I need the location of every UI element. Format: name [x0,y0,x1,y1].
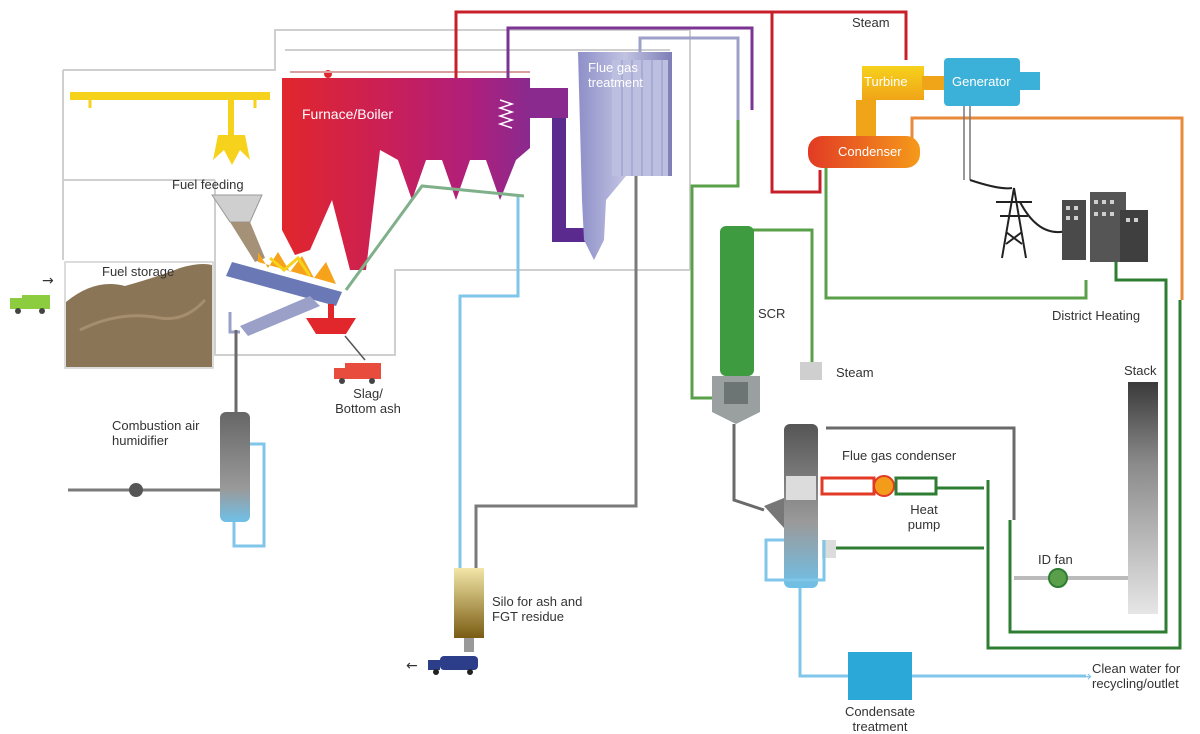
label-combustion-air-humidifier: Combustion air humidifier [112,418,200,448]
plant-building-outline [62,29,691,356]
grey-flue-line [732,424,1016,520]
label-steam-top: Steam [852,15,890,30]
furnace-boiler [282,70,592,270]
fuel-storage-pile [64,261,214,369]
flue-purple-line [506,26,754,110]
steam-injector-icon [800,362,822,380]
label-furnace-boiler: Furnace/Boiler [302,106,394,122]
silo-ash-fgt [454,568,484,652]
label-stack: Stack [1124,363,1157,378]
fgt-light-line [638,36,740,120]
label-flue-gas-condenser: Flue gas condenser [842,448,957,463]
clean-water-arrow: → [1080,669,1092,685]
slag-hopper [306,304,356,334]
generator [944,58,1040,180]
label-heat-pump: Heat pump [907,502,941,532]
label-silo: Silo for ash and FGT residue [492,594,583,624]
label-generator: Generator [952,74,1011,89]
grey-ash-line [474,176,638,568]
green-return-line [690,120,1088,400]
label-clean-water: Clean water for recycling/outlet [1092,661,1181,691]
label-condensate-treatment: Condensate treatment [844,704,916,734]
turbine [856,66,944,140]
steam-line [454,10,908,194]
label-fuel-storage: Fuel storage [102,264,175,279]
label-fuel-feeding: Fuel feeding [172,177,244,192]
combustion-grate [226,252,342,336]
condensate-treatment-tank [848,652,912,700]
id-fan [1014,568,1128,588]
district-heating-line [910,116,1184,300]
slag-truck-icon [334,363,381,384]
scr-reactor [712,226,760,424]
flue-gas-condenser [764,424,818,588]
district-buildings-icon [1062,192,1148,262]
flue-gas-treatment-unit [578,52,672,260]
label-id-fan: ID fan [1038,552,1073,567]
fuel-feeding-hopper [211,194,265,262]
fuel-truck-icon [10,295,50,314]
silo-truck-arrow: ← [406,658,418,674]
label-scr: SCR [758,306,786,321]
fuel-storage-arrow: → [42,273,54,289]
heat-exchanger-coil-icon [497,99,515,129]
silo-truck-icon [428,656,478,675]
slag-conveyor-line [344,184,525,291]
dark-green-loop [830,262,1182,650]
power-pylon-icon [969,179,1071,259]
label-district-heating: District Heating [1052,308,1141,323]
label-steam-scr: Steam [836,365,874,380]
label-turbine: Turbine [864,74,908,89]
combustion-air-humidifier [68,312,266,548]
crane-grab-icon [70,92,270,165]
light-blue-water-lines [458,196,1086,678]
slag-arrow [344,335,366,361]
label-condenser: Condenser [838,144,902,159]
label-slag-bottom-ash: Slag/ Bottom ash [335,386,401,416]
stack [1128,382,1158,614]
label-flue-gas-treatment: Flue gas treatment [588,60,643,90]
condenser [808,136,920,168]
